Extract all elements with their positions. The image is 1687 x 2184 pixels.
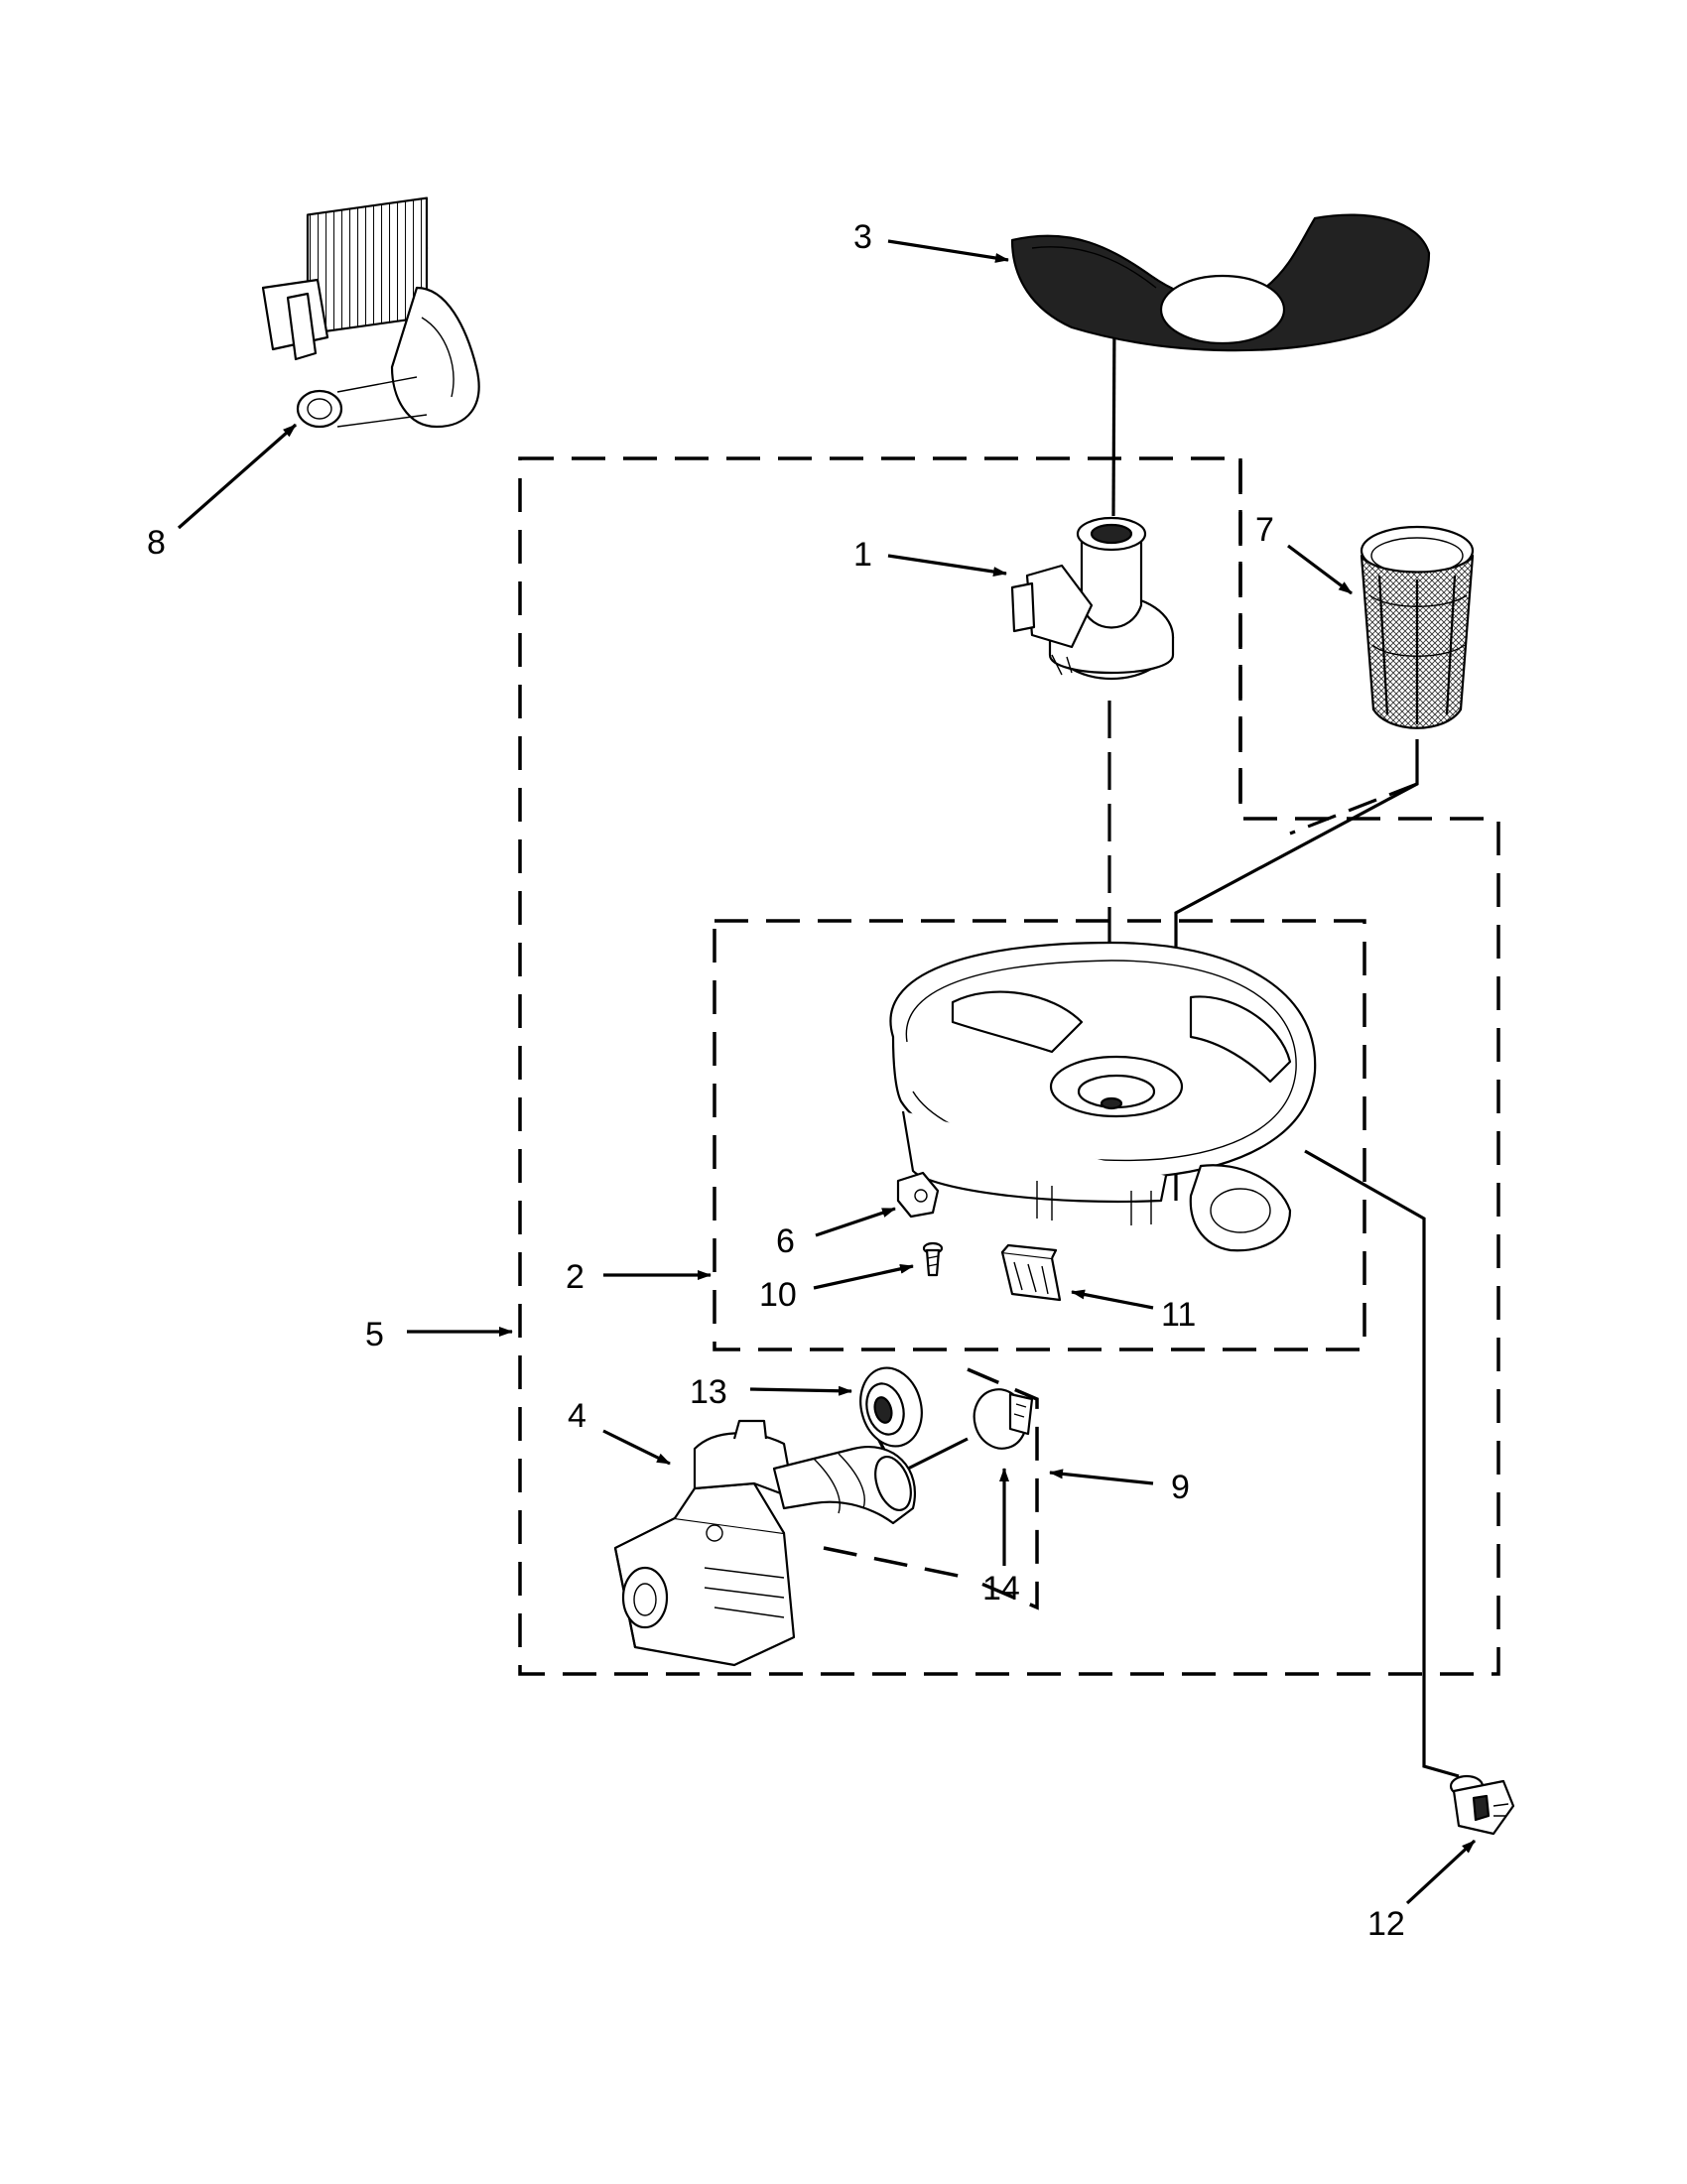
assembly-boundary-9 [967,1367,1039,1610]
arrow-11 [1071,1289,1154,1310]
arrow-8 [177,423,298,530]
callout-2: 2 [566,1258,584,1296]
mesh-filter-part-7 [1360,525,1475,729]
leader-7-dashed [1289,782,1418,835]
arrow-12 [1405,1839,1477,1905]
assembly-link-pump [823,1546,969,1580]
callout-10: 10 [759,1276,797,1314]
bracket-part-6 [896,1171,940,1219]
arrow-3 [887,239,1009,263]
callout-1: 1 [853,536,872,574]
assembly-boundary-2 [713,919,1366,1351]
callout-14: 14 [982,1570,1020,1607]
callout-9: 9 [1171,1469,1190,1506]
leader-12-to-sump [1304,1149,1460,1778]
callout-3: 3 [853,218,872,256]
callout-8: 8 [147,524,166,562]
seal-part-13 [859,1366,923,1448]
callout-12: 12 [1367,1905,1405,1943]
arrow-10 [813,1263,914,1290]
arrow-6 [815,1207,896,1237]
sump-base-part-2 [889,941,1317,1252]
drain-motor-part-8 [261,196,480,429]
callout-11: 11 [1161,1296,1196,1334]
chopper-housing-part-1 [1010,516,1175,681]
arrow-9 [1049,1469,1154,1485]
leader-3-to-1 [1111,315,1116,517]
filter-shield-part-3 [1010,213,1431,352]
clamp-part-14 [973,1388,1034,1450]
sensor-part-12 [1449,1774,1515,1836]
callout-6: 6 [776,1222,795,1260]
assembly-boundary-5 [518,456,1500,1676]
connector-part-11 [1000,1243,1062,1302]
callout-13: 13 [690,1373,727,1411]
callout-5: 5 [365,1316,384,1353]
callout-7: 7 [1255,511,1274,549]
screw-part-10 [922,1241,944,1277]
arrow-1 [887,554,1007,577]
arrow-13 [749,1385,852,1396]
arrow-4 [602,1429,671,1466]
arrow-7 [1287,544,1353,595]
circulation-pump-part-4 [613,1419,916,1667]
callout-4: 4 [568,1397,586,1435]
leader-14-to-4 [907,1437,969,1471]
